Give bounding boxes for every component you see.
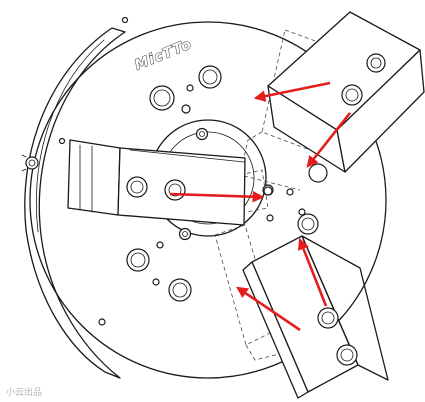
watermark: 小云出品 xyxy=(6,388,43,398)
jaw-left xyxy=(67,139,273,226)
arrow-lower-jaw-socket xyxy=(297,237,328,307)
arrow-left-jaw xyxy=(169,190,265,203)
brand-label: MicTTo xyxy=(133,36,195,73)
arrow-lower-jaw xyxy=(236,286,301,332)
side-bolt-icon xyxy=(21,154,39,172)
mounting-holes xyxy=(126,65,328,302)
jaw-upper-right xyxy=(239,11,425,191)
jaw-lower xyxy=(214,224,389,399)
arrow-upper-jaw xyxy=(253,81,331,102)
removal-arrows xyxy=(169,81,352,332)
arrow-upper-jaw-socket xyxy=(306,112,352,168)
chuck-body xyxy=(24,16,387,379)
